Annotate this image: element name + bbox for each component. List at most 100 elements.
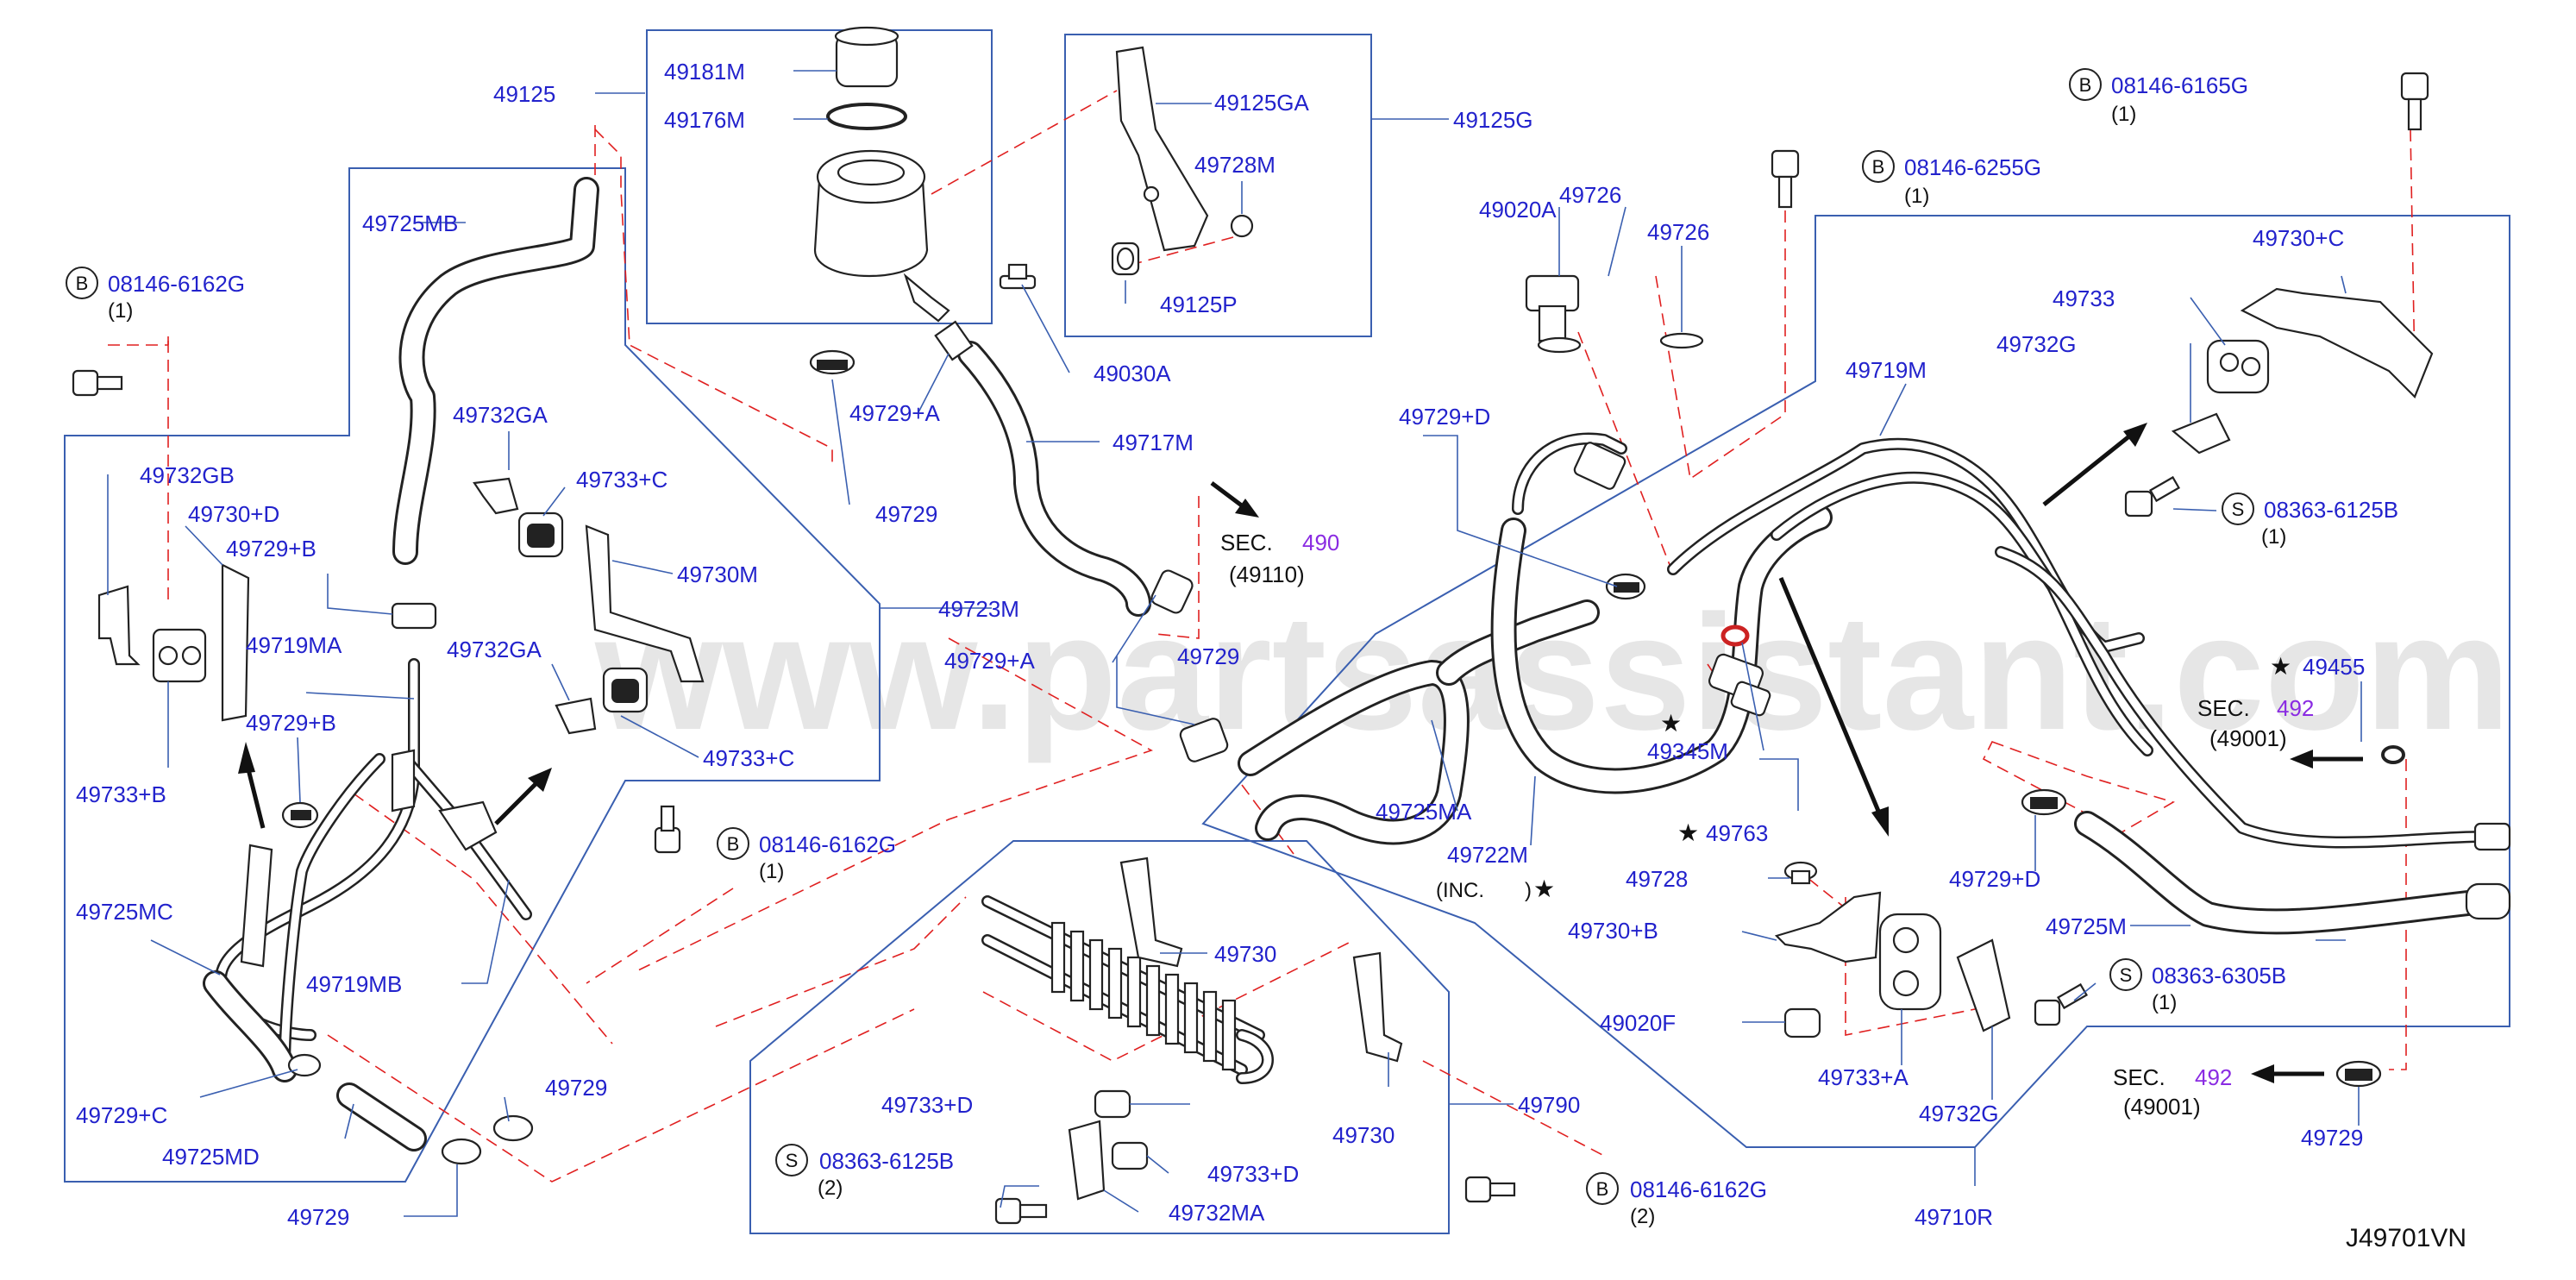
bolt-s1[interactable] [994,1197,1048,1225]
label-49717m[interactable]: 49717M [1113,430,1194,455]
label-49733c-lower[interactable]: 49733+C [703,745,794,771]
bracket-49730-upper[interactable] [1119,856,1183,968]
label-49732ga-upper[interactable]: 49732GA [453,402,548,428]
label-49725md[interactable]: 49725MD [162,1144,260,1170]
label-49726-2[interactable]: 49726 [1647,219,1709,245]
section-ref-492-lower[interactable]: SEC. 492 (49001) [2113,1064,2232,1120]
label-49723m[interactable]: 49723M [938,596,1019,622]
bolt-callout-b3[interactable]: B 08146-6162G (2) [1586,1172,1767,1228]
label-49725ma[interactable]: 49725MA [1376,799,1472,825]
clamp-49729-bottom-right[interactable] [2335,1060,2382,1088]
clamp-49729b-lower[interactable] [281,801,319,829]
label-49730-upper[interactable]: 49730 [1214,941,1276,967]
label-49733b[interactable]: 49733+B [76,781,166,807]
bolt-b1[interactable] [72,369,123,397]
bracket-49730d[interactable] [221,563,250,722]
label-49730c[interactable]: 49730+C [2253,225,2344,251]
clamp-49732ga-upper[interactable] [473,477,519,515]
bolt-s2-code[interactable]: 08363-6125B [2264,497,2398,523]
label-49020a[interactable]: 49020A [1479,197,1557,223]
label-49710r[interactable]: 49710R [1915,1204,1993,1230]
label-49733a[interactable]: 49733+A [1818,1064,1908,1090]
label-49725mb[interactable]: 49725MB [362,210,458,236]
reservoir-tank[interactable] [813,149,950,323]
sec-492-upper-number[interactable]: 492 [2277,695,2314,721]
label-49728m[interactable]: 49728M [1194,152,1275,178]
cushion-49733a[interactable] [1878,913,1942,1011]
label-49345m[interactable]: 49345M [1647,738,1728,764]
label-49719ma[interactable]: 49719MA [246,632,342,658]
label-49729-mid[interactable]: 49729 [1177,643,1239,669]
bracket-49730b[interactable] [1774,891,1882,963]
grommet-49733d-1[interactable] [1094,1089,1131,1119]
bolt-b2[interactable] [654,805,681,854]
bolt-b2-code[interactable]: 08146-6162G [759,831,896,857]
clamp-49732ga-lower[interactable] [555,697,597,735]
label-49733[interactable]: 49733 [2053,285,2115,311]
clamp-49729d-1[interactable] [1605,573,1646,600]
label-49125ga[interactable]: 49125GA [1214,90,1310,116]
label-49722m[interactable]: 49722M [1447,842,1528,868]
clamp-49729-bottom-left[interactable] [441,1114,534,1165]
tube-end-49719m[interactable] [2473,822,2511,851]
bracket-49732g-upper[interactable] [2171,412,2231,455]
clip-49125p[interactable] [1111,242,1140,276]
cushion-49733b[interactable] [152,628,207,683]
bolt-b1-code[interactable]: 08146-6162G [108,271,245,297]
label-49730d[interactable]: 49730+D [188,501,279,527]
label-49729b-upper[interactable]: 49729+B [226,536,317,562]
fitting-49722m[interactable] [1573,441,1626,490]
reservoir-cap[interactable] [834,26,899,88]
bracket-49125ga[interactable] [1115,46,1209,252]
label-49729b-lower[interactable]: 49729+B [246,710,336,736]
hose-connector-upper[interactable] [391,602,437,630]
label-49455[interactable]: 49455 [2303,654,2365,680]
label-49125p[interactable]: 49125P [1160,292,1238,317]
bolt-callout-b4[interactable]: B 08146-6255G (1) [1862,150,2041,208]
bracket-49730m[interactable] [585,524,705,683]
washer-49726-2[interactable] [1659,332,1704,349]
label-49020f[interactable]: 49020F [1600,1010,1676,1036]
sec-492-lower-number[interactable]: 492 [2195,1064,2232,1090]
grommet-49728[interactable] [1783,861,1818,885]
label-49732ma[interactable]: 49732MA [1169,1200,1265,1226]
clamp-49729-top[interactable] [809,349,856,375]
bolt-49030a[interactable] [999,263,1037,290]
o-ring-49455[interactable] [2381,745,2405,764]
bolt-s1-code[interactable]: 08363-6125B [819,1148,954,1174]
label-49176m[interactable]: 49176M [664,107,745,133]
bolt-s3-code[interactable]: 08363-6305B [2152,963,2286,988]
label-49730b[interactable]: 49730+B [1568,918,1658,944]
bolt-b4[interactable] [1771,149,1800,209]
clamp-49729a[interactable] [934,320,974,361]
label-49729-bottom-right[interactable]: 49729 [2301,1125,2363,1151]
bolt-s2[interactable] [2124,475,2180,518]
label-49729-bottom-left-2[interactable]: 49729 [287,1204,349,1230]
section-ref-490[interactable]: SEC. 490 (49110) [1220,530,1339,587]
reservoir-o-ring[interactable] [826,103,907,130]
label-49732g-lower[interactable]: 49732G [1919,1101,1999,1126]
label-49729-bottom-left-1[interactable]: 49729 [545,1075,607,1101]
clamp-49729a-2[interactable] [1150,568,1194,615]
label-49725mc[interactable]: 49725MC [76,899,173,925]
bolt-b4-code[interactable]: 08146-6255G [1904,154,2041,180]
label-49729d-1[interactable]: 49729+D [1399,404,1490,430]
bolt-callout-s1[interactable]: S 08363-6125B (2) [775,1144,954,1200]
grommet-49020f[interactable] [1783,1007,1821,1038]
bolt-callout-s2[interactable]: S 08363-6125B (1) [2222,493,2398,549]
cushion-49733c-lower[interactable] [602,667,649,713]
bolt-s3[interactable] [2034,982,2088,1026]
label-49125[interactable]: 49125 [493,81,555,107]
label-49729-top[interactable]: 49729 [875,501,937,527]
bracket-49725mc-bracket[interactable] [240,844,273,968]
clamp-49729c[interactable] [287,1053,322,1077]
clamp-49729d-2[interactable] [2021,788,2067,816]
label-49729a-2[interactable]: 49729+A [944,648,1035,674]
bracket-49732g-lower[interactable] [1956,938,2011,1032]
bracket-49730c[interactable] [2240,287,2434,398]
label-49181m[interactable]: 49181M [664,59,745,85]
cushion-49733c-upper[interactable] [517,511,564,558]
bolt-callout-s3[interactable]: S 08363-6305B (1) [2109,958,2286,1014]
label-49728[interactable]: 49728 [1626,866,1688,892]
label-49730-lower[interactable]: 49730 [1332,1122,1395,1148]
